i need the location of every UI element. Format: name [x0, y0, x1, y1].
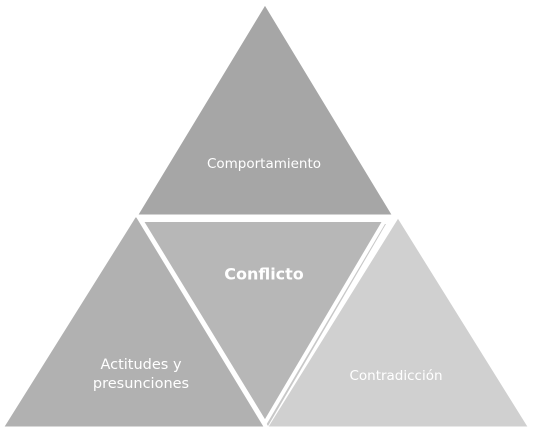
- label-actitudes-line2: presunciones: [92, 376, 190, 392]
- label-comportamiento: Comportamiento: [206, 156, 322, 173]
- label-actitudes-line1: Actitudes y: [100, 357, 182, 374]
- triangle-right: [264, 214, 532, 430]
- label-contradiccion: Contradicción: [349, 368, 443, 385]
- label-actitudes-presunciones: Actitudes y presunciones: [93, 356, 189, 394]
- triangle-top: [134, 1, 396, 218]
- label-conflicto: Conflicto: [224, 264, 304, 284]
- triangle-center: [139, 218, 387, 425]
